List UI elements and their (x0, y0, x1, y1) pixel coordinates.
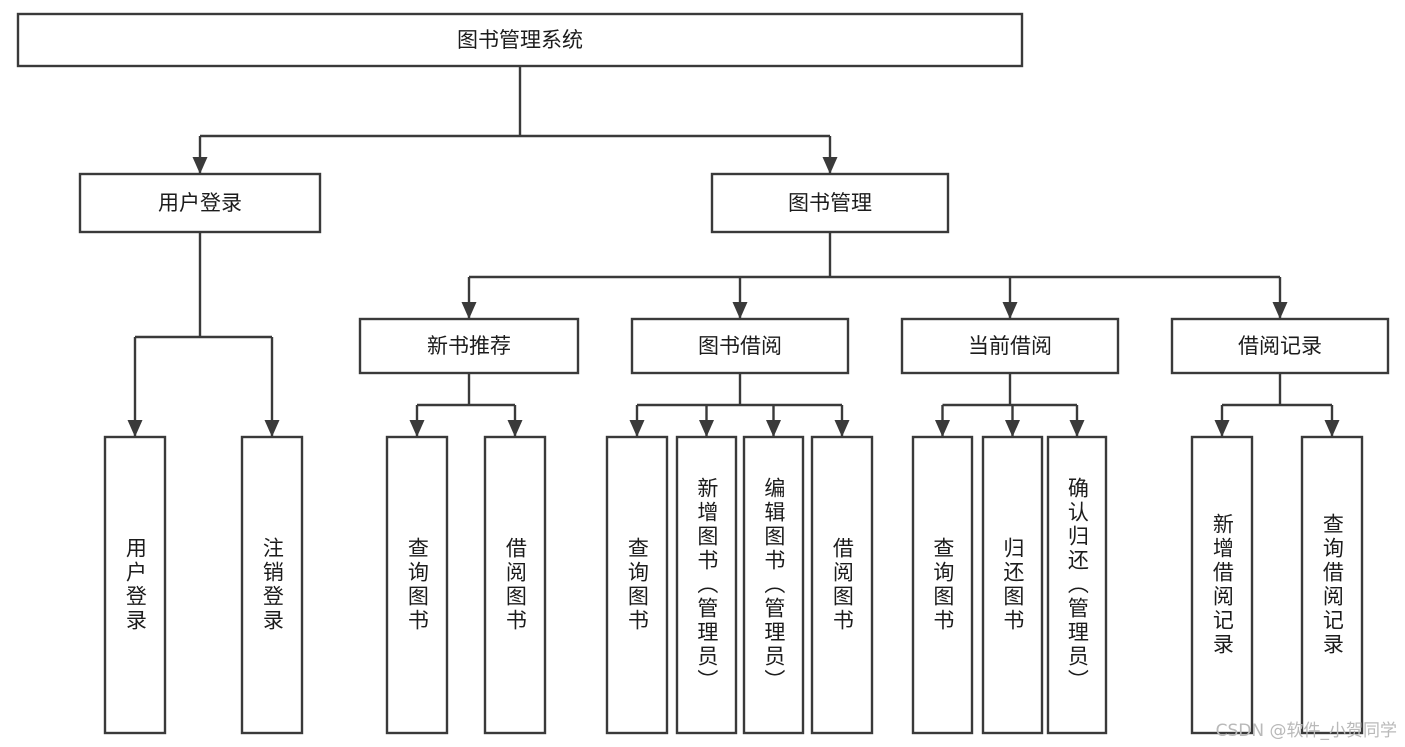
node-box-user-login[interactable] (78, 172, 322, 234)
node-box-leaf-add-borrow-record[interactable] (1190, 435, 1254, 735)
arrow-head-icon (699, 420, 714, 437)
node-box-leaf-query-book-borrow[interactable] (605, 435, 669, 735)
csdn-watermark: CSDN @软件_小贺同学 (1215, 721, 1397, 741)
node-box-leaf-add-book-admin[interactable] (675, 435, 738, 735)
arrow-head-icon (1002, 302, 1018, 319)
arrow-head-icon (264, 420, 280, 437)
arrow-head-icon (766, 420, 781, 437)
node-box-new-book-recommend[interactable] (358, 317, 580, 375)
node-label-root: 图书管理系统 (457, 28, 583, 52)
node-box-leaf-confirm-return-admin[interactable] (1046, 435, 1108, 735)
node-box-leaf-borrow-book-new[interactable] (483, 435, 547, 735)
node-box-leaf-logout[interactable] (240, 435, 304, 735)
arrow-head-icon (822, 157, 838, 174)
node-box-leaf-user-login[interactable] (103, 435, 167, 735)
node-box-leaf-query-book-new[interactable] (385, 435, 449, 735)
node-box-leaf-query-borrow-record[interactable] (1300, 435, 1364, 735)
arrow-head-icon (834, 420, 850, 437)
arrow-head-icon (1005, 420, 1020, 437)
node-box-leaf-return-book[interactable] (981, 435, 1044, 735)
node-label-user-login: 用户登录 (158, 191, 242, 215)
arrow-head-icon (935, 420, 950, 437)
arrow-head-icon (1272, 302, 1288, 319)
arrow-head-icon (192, 157, 208, 174)
arrow-head-icon (127, 420, 143, 437)
node-box-book-borrow[interactable] (630, 317, 850, 375)
arrow-head-icon (1214, 420, 1230, 437)
node-box-leaf-query-book-current[interactable] (911, 435, 974, 735)
node-box-book-manage[interactable] (710, 172, 950, 234)
node-box-borrow-record[interactable] (1170, 317, 1390, 375)
arrow-head-icon (461, 302, 477, 319)
node-label-new-book-recommend: 新书推荐 (427, 334, 511, 358)
node-box-root[interactable] (16, 12, 1024, 68)
connector-layer (127, 66, 1340, 437)
node-box-current-borrow[interactable] (900, 317, 1120, 375)
node-label-book-borrow: 图书借阅 (698, 334, 782, 358)
arrow-head-icon (1069, 420, 1085, 437)
arrow-head-icon (732, 302, 748, 319)
arrow-head-icon (409, 420, 425, 437)
node-box-leaf-borrow-book[interactable] (810, 435, 874, 735)
node-box-leaf-edit-book-admin[interactable] (742, 435, 805, 735)
arrow-head-icon (1324, 420, 1340, 437)
node-label-book-manage: 图书管理 (788, 191, 872, 215)
node-label-current-borrow: 当前借阅 (968, 334, 1052, 358)
node-label-borrow-record: 借阅记录 (1238, 334, 1322, 358)
node-box-layer (16, 12, 1390, 735)
arrow-head-icon (507, 420, 523, 437)
arrow-head-icon (629, 420, 645, 437)
